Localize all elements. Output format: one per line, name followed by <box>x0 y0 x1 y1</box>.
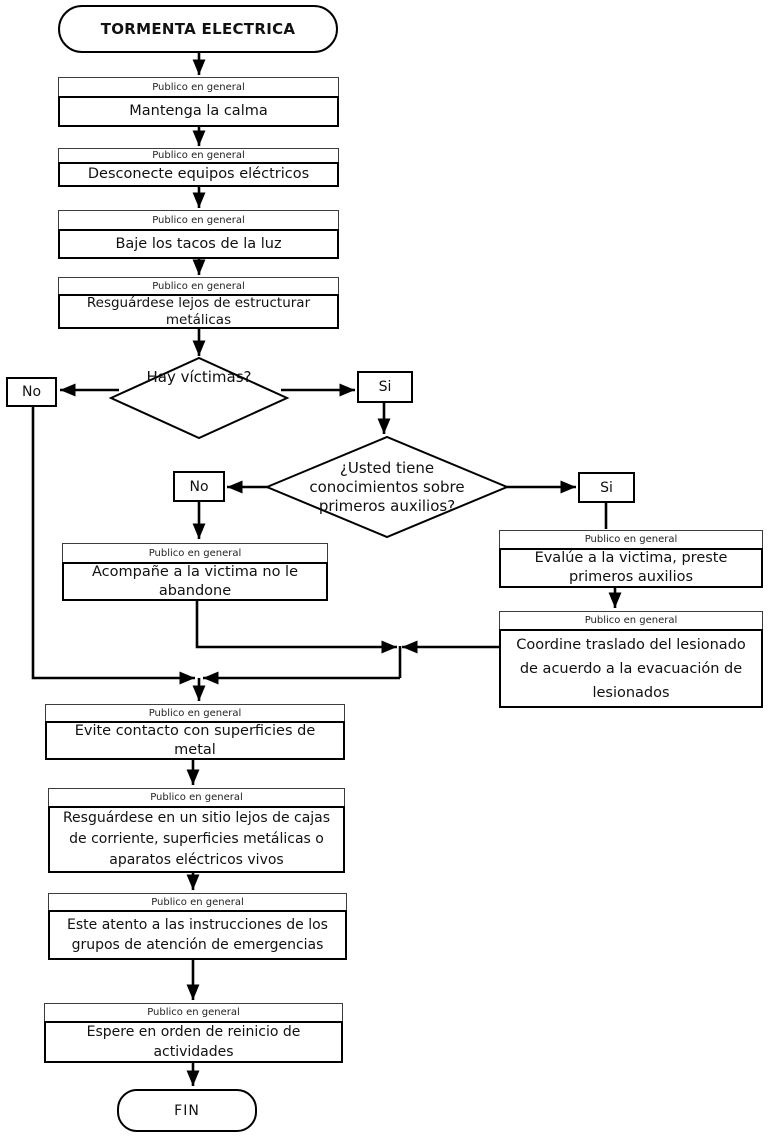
process-text: Mantenga la calma <box>58 96 339 127</box>
audience-header: Publico en general <box>48 893 347 911</box>
audience-header: Publico en general <box>44 1003 343 1022</box>
process-text: Coordine traslado del lesionado de acuer… <box>499 629 763 708</box>
process-text: Evalúe a la victima, preste primeros aux… <box>499 548 763 588</box>
audience-header: Publico en general <box>58 148 339 163</box>
process-text: Resguárdese lejos de estructurar metálic… <box>58 294 339 329</box>
start-terminal: TORMENTA ELECTRICA <box>58 5 338 53</box>
process-box-resguardese-estructuras: Publico en general Resguárdese lejos de … <box>58 277 339 329</box>
si-label: Si <box>600 479 613 496</box>
process-text: Espere en orden de reinicio de actividad… <box>44 1021 343 1063</box>
process-box-coordine-traslado: Publico en general Coordine traslado del… <box>499 611 763 708</box>
process-text: Baje los tacos de la luz <box>58 229 339 259</box>
process-text: Este atento a las instrucciones de los g… <box>48 910 347 960</box>
decision-text-victims: Hay víctimas? <box>146 368 252 386</box>
process-box-baje-tacos: Publico en general Baje los tacos de la … <box>58 210 339 259</box>
no-label: No <box>21 384 42 400</box>
decision-diamond-victims <box>108 356 290 440</box>
decision-text-first-aid: ¿Usted tiene conocimientos sobre primero… <box>309 459 465 515</box>
si-label: Si <box>378 379 392 395</box>
process-text: Evite contacto con superficies de metal <box>45 721 345 760</box>
si-label-box-victims: Si <box>357 371 413 403</box>
si-label-box-first-aid: Si <box>578 472 635 503</box>
decision-diamond-first-aid <box>264 435 510 539</box>
no-label: No <box>189 478 209 495</box>
process-box-evalue-victima: Publico en general Evalúe a la victima, … <box>499 530 763 588</box>
no-label-box-victims: No <box>6 377 57 407</box>
process-box-acompane-victima: Publico en general Acompañe a la victima… <box>62 543 328 601</box>
audience-header: Publico en general <box>45 704 345 722</box>
audience-header: Publico en general <box>499 611 763 630</box>
audience-header: Publico en general <box>58 277 339 295</box>
audience-header: Publico en general <box>58 77 339 97</box>
process-box-espere-reinicio: Publico en general Espere en orden de re… <box>44 1003 343 1063</box>
process-text: Acompañe a la victima no le abandone <box>62 562 328 601</box>
process-box-mantenga-calma: Publico en general Mantenga la calma <box>58 77 339 127</box>
audience-header: Publico en general <box>499 530 763 549</box>
process-box-resguardese-sitio: Publico en general Resguárdese en un sit… <box>48 788 345 873</box>
end-terminal: FIN <box>117 1089 257 1132</box>
no-label-box-first-aid: No <box>173 471 225 502</box>
audience-header: Publico en general <box>58 210 339 230</box>
process-text: Desconecte equipos eléctricos <box>58 162 339 187</box>
end-terminal-label: FIN <box>174 1102 200 1119</box>
process-box-este-atento: Publico en general Este atento a las ins… <box>48 893 347 960</box>
audience-header: Publico en general <box>62 543 328 563</box>
process-text: Resguárdese en un sitio lejos de cajas d… <box>48 806 345 873</box>
process-box-desconecte-equipos: Publico en general Desconecte equipos el… <box>58 148 339 187</box>
start-terminal-label: TORMENTA ELECTRICA <box>100 20 296 38</box>
process-box-evite-contacto: Publico en general Evite contacto con su… <box>45 704 345 760</box>
audience-header: Publico en general <box>48 788 345 807</box>
